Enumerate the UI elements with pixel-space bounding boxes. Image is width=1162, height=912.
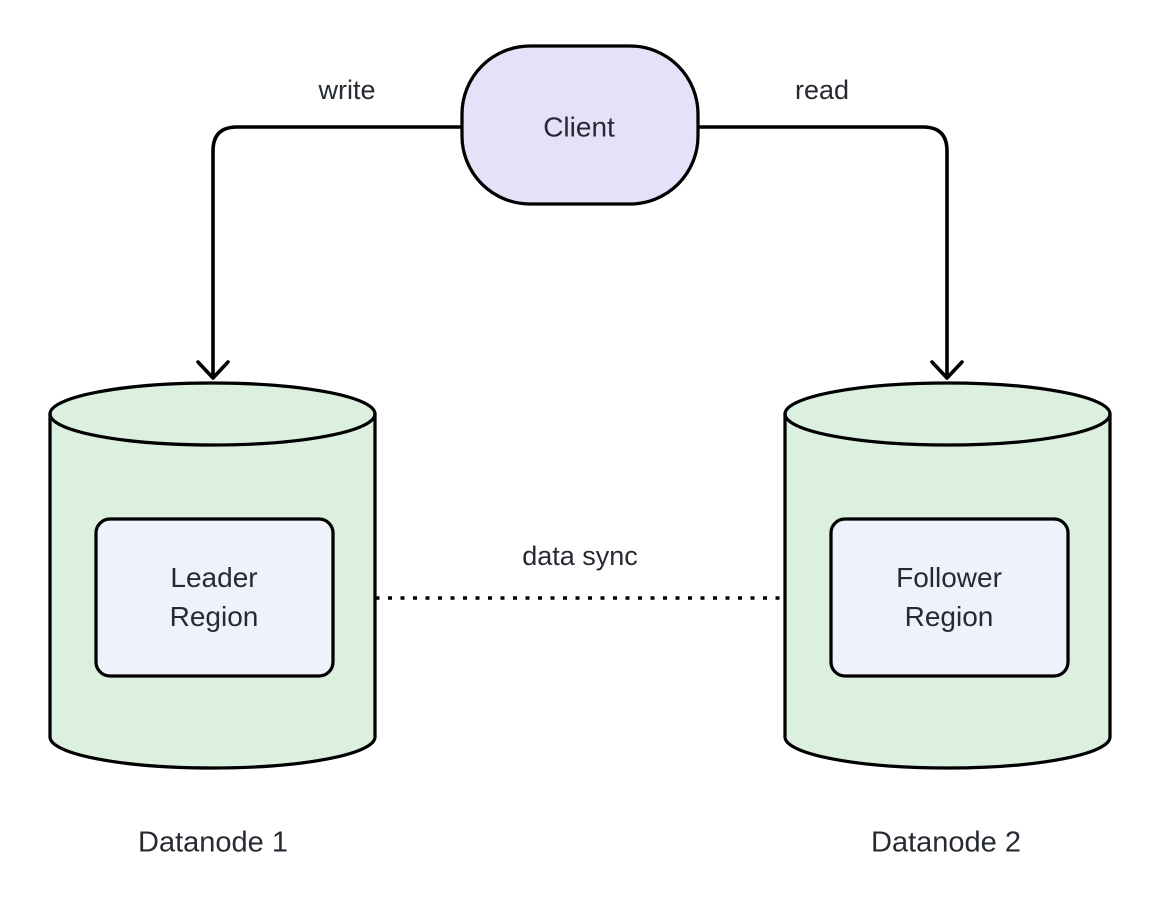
data-sync-edge-label: data sync: [522, 541, 638, 572]
datanode1-title: Datanode 1: [138, 826, 288, 859]
follower-region-label: Follower Region: [896, 561, 1002, 632]
datanode2-cylinder-lid-line: [783, 413, 1112, 447]
client-node-label: Client: [543, 111, 615, 143]
leader-region-label: Leader Region: [169, 561, 259, 632]
read-edge-label: read: [794, 75, 850, 106]
write-arrowhead-icon: [196, 360, 230, 380]
datanode1-cylinder-lid-line: [48, 413, 377, 447]
follower-region-box: [829, 517, 1070, 678]
write-edge-label: write: [318, 75, 376, 106]
datanode2-title: Datanode 2: [871, 826, 1021, 859]
read-arrowhead-icon: [930, 360, 964, 380]
client-node-shape: [460, 44, 700, 206]
leader-region-box: [94, 517, 335, 678]
read-edge-line: [698, 125, 949, 377]
write-edge-line: [211, 125, 462, 377]
